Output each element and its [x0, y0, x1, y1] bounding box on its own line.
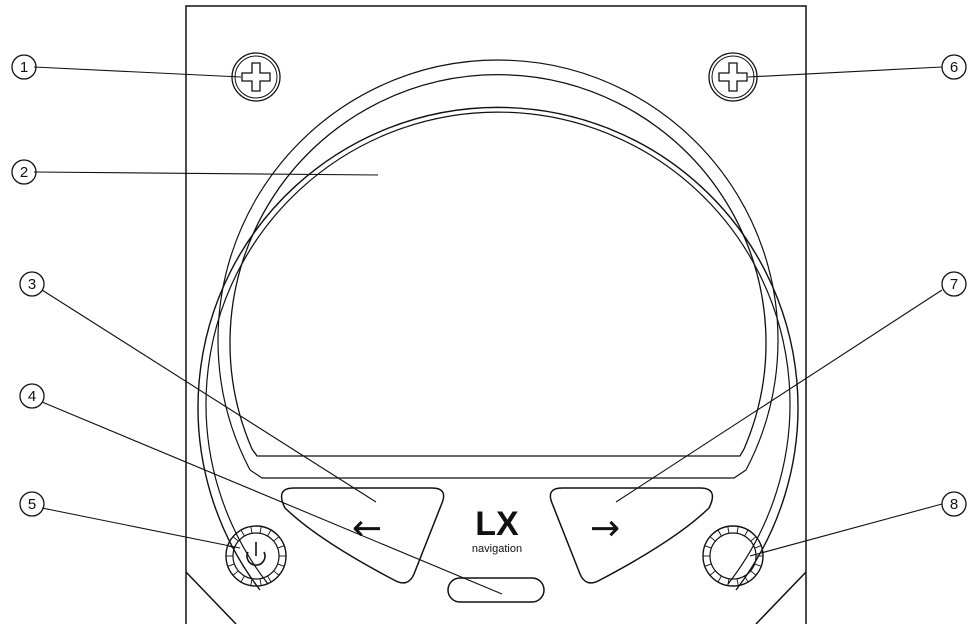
left-arrow-icon: ←: [352, 508, 382, 549]
power-knob[interactable]: [225, 525, 287, 587]
knurl-mark: [736, 578, 739, 586]
brand-mark: LX: [475, 505, 519, 543]
svg-text:2: 2: [20, 164, 28, 181]
knurl-mark: [717, 529, 722, 537]
knurl-mark: [240, 529, 245, 537]
bezel: [197, 59, 799, 591]
knurl-mark: [232, 536, 239, 542]
rotary-knob[interactable]: [702, 525, 764, 587]
knurl-mark: [259, 578, 262, 586]
callout-badge-2: 2: [11, 159, 37, 185]
device-housing: [185, 5, 807, 624]
svg-text:8: 8: [950, 496, 958, 513]
svg-text:3: 3: [28, 276, 36, 293]
knurl-mark: [267, 529, 272, 537]
knurl-mark: [232, 570, 239, 576]
knurl-mark: [754, 545, 762, 549]
knurl-mark: [736, 526, 739, 534]
svg-text:7: 7: [950, 276, 958, 293]
brand-logo: LX navigation: [472, 505, 522, 555]
svg-text:5: 5: [28, 496, 36, 513]
knurl-mark: [727, 526, 730, 534]
knurl-mark: [273, 536, 280, 542]
callout-badge-4: 4: [19, 383, 45, 409]
right-arrow-button[interactable]: →: [549, 487, 714, 584]
knurl-mark: [709, 570, 716, 576]
knurl-mark: [744, 529, 749, 537]
knurl-mark: [744, 575, 749, 583]
callout-badge-7: 7: [941, 271, 967, 297]
knurl-mark: [259, 526, 262, 534]
brand-subtitle: navigation: [472, 543, 522, 555]
knurl-mark: [704, 563, 712, 567]
knurl-mark: [240, 575, 245, 583]
knurl-mark: [277, 563, 285, 567]
leader-lines: [33, 66, 943, 595]
svg-text:6: 6: [950, 59, 958, 76]
right-arrow-icon: →: [590, 508, 620, 549]
knurl-mark: [750, 536, 757, 542]
display-screen: [229, 74, 767, 457]
light-sensor: [447, 577, 545, 603]
callout-badge-5: 5: [19, 491, 45, 517]
knurl-mark: [709, 536, 716, 542]
callout-badge-3: 3: [19, 271, 45, 297]
knurl-mark: [704, 545, 712, 549]
svg-text:1: 1: [20, 59, 28, 76]
knurl-mark: [750, 570, 757, 576]
knurl-mark: [277, 545, 285, 549]
svg-text:4: 4: [28, 388, 36, 405]
callout-badge-8: 8: [941, 491, 967, 517]
knurl-mark: [250, 526, 253, 534]
knurl-mark: [273, 570, 280, 576]
knurl-mark: [267, 575, 272, 583]
callout-badge-1: 1: [11, 54, 37, 80]
callout-badge-6: 6: [941, 54, 967, 80]
knurl-mark: [250, 578, 253, 586]
knurl-mark: [754, 563, 762, 567]
knurl-mark: [717, 575, 722, 583]
knurl-mark: [227, 563, 235, 567]
knurl-mark: [727, 578, 730, 586]
power-icon: [246, 542, 266, 566]
